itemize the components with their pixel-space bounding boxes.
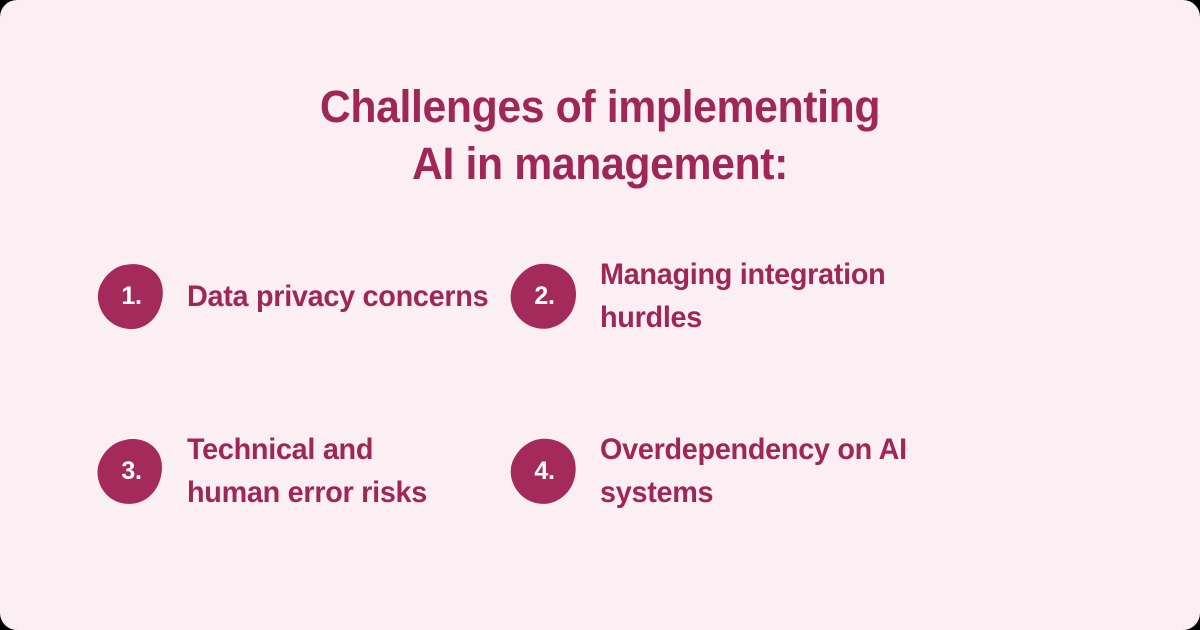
list-row: 1. Data privacy concerns 2. Managing int… [0,253,1200,339]
badge-number: 3. [121,456,142,485]
blob-icon [510,438,576,504]
number-badge: 4. [510,438,577,505]
number-badge: 1. [97,263,164,330]
list-row: 3. Technical and human error risks 4. Ov… [0,428,1200,514]
list-item: 3. Technical and human error risks [0,428,505,514]
badge-number: 2. [534,281,555,310]
list-item-label: Data privacy concerns [187,279,489,313]
list-item-label: Overdependency on AI systems [600,433,907,509]
badge-number: 4. [534,456,555,485]
list-item: 1. Data privacy concerns [0,253,505,339]
badge-number: 1. [121,281,142,310]
blob-icon [97,438,162,504]
blob-icon [510,263,577,329]
list-item: 2. Managing integration hurdles [505,253,1200,339]
list-item-label: Managing integration hurdles [600,258,886,334]
list-item: 4. Overdependency on AI systems [505,428,1200,514]
number-badge: 3. [97,438,164,505]
number-badge: 2. [510,263,577,330]
challenges-list: 1. Data privacy concerns 2. Managing int… [0,253,1200,514]
page-title: Challenges of implementing AI in managem… [319,81,881,189]
blob-icon [97,263,163,329]
list-item-label: Technical and human error risks [187,433,428,509]
